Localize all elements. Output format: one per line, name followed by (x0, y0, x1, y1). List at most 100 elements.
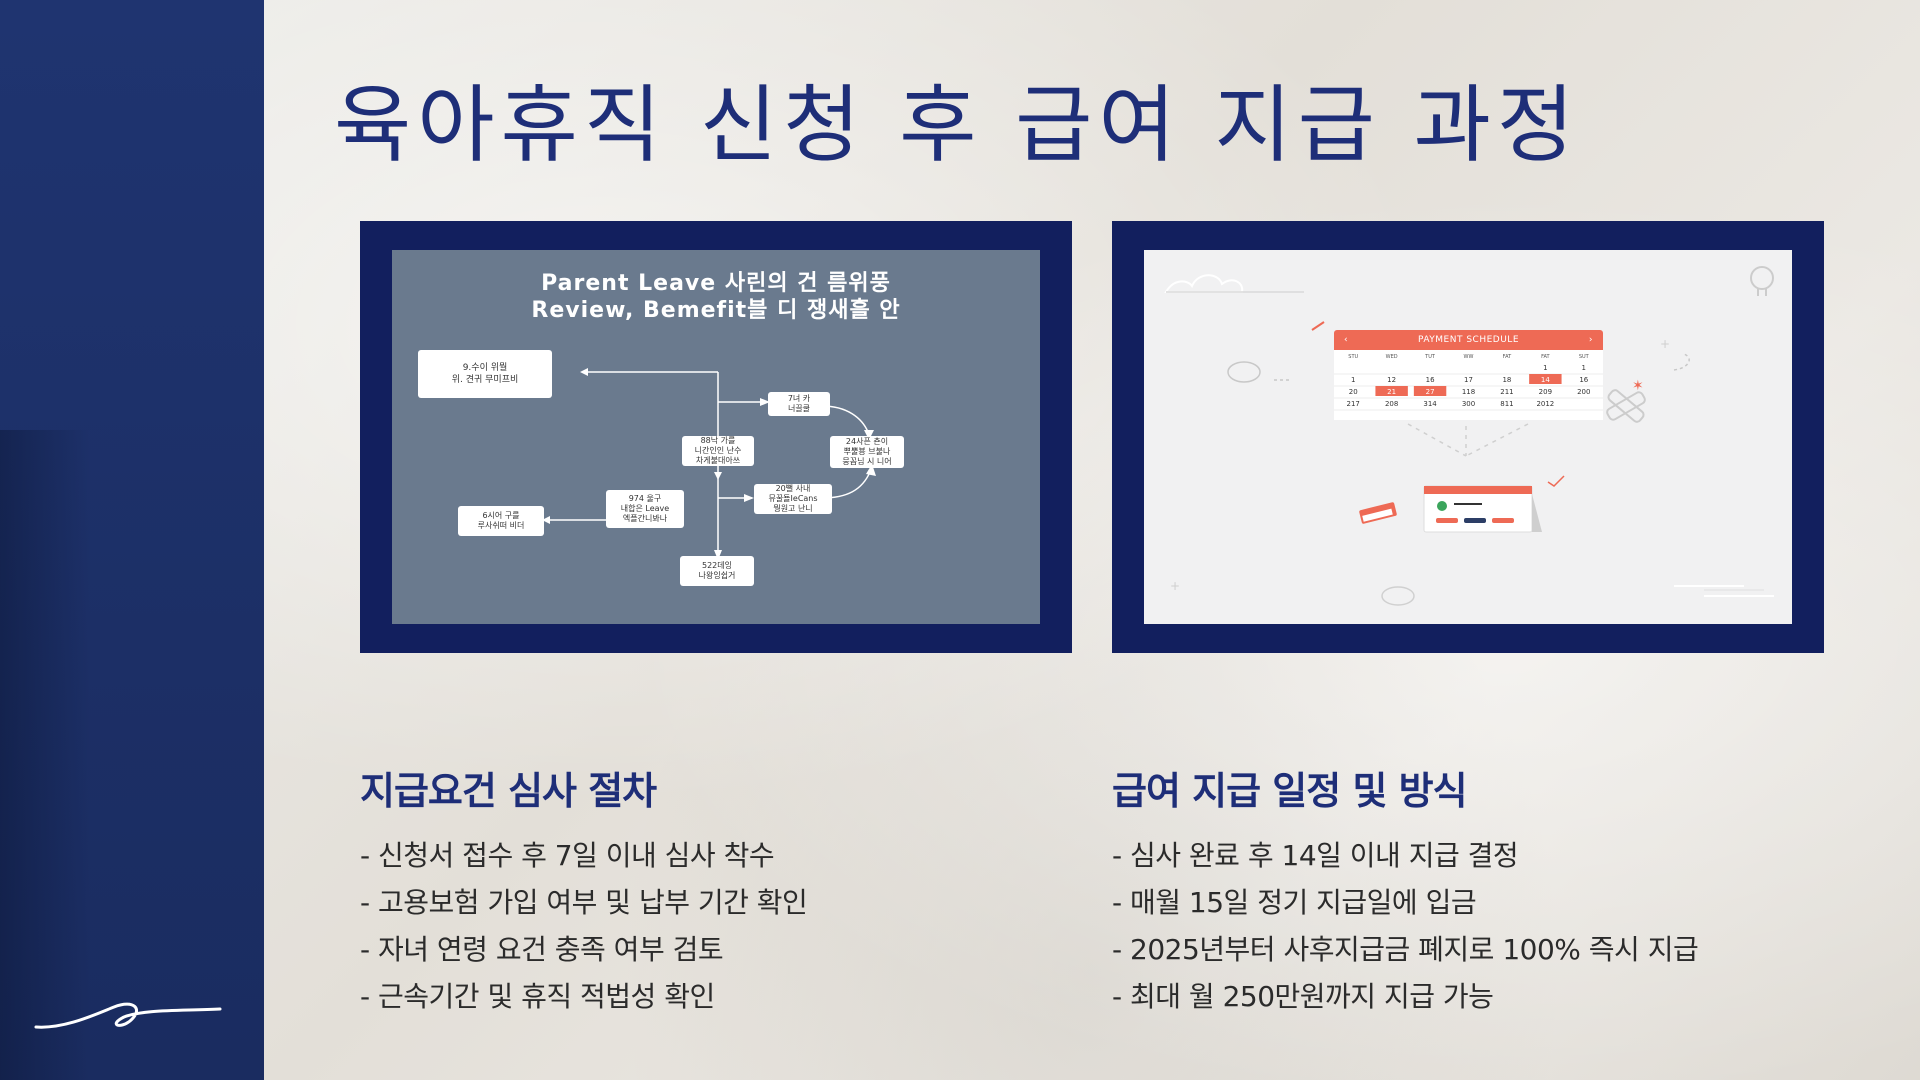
payment-schedule-list: - 심사 완료 후 14일 이내 지급 결정 - 매월 15일 정기 지급일에 … (1112, 832, 1699, 1020)
calendar-day: 2012 (1536, 400, 1554, 408)
flow-node-7-line1: 6시어 구를 (482, 511, 520, 520)
flowchart-image: Parent Leave 사린의 건 름위풍 Review, Bemefit블 … (392, 250, 1040, 624)
plus-sparkle-icon: + ✶ (1632, 337, 1690, 394)
calendar-day: 1 (1543, 364, 1547, 372)
flow-node-6-line2: 뮤꿀됼IeCans (768, 494, 818, 503)
payment-item: - 심사 완료 후 14일 이내 지급 결정 (1112, 839, 1519, 872)
section-heading-review: 지급요건 심사 절차 (360, 769, 657, 813)
flow-node-8: 522데잉 나왕잉쉽거 (680, 556, 754, 586)
calendar-weekday: SUT (1579, 354, 1590, 360)
payment-item: - 최대 월 250만원까지 지급 가능 (1112, 980, 1494, 1013)
calendar-day: 12 (1387, 376, 1396, 384)
calendar-day: 17 (1464, 376, 1473, 384)
calendar-day: 208 (1385, 400, 1398, 408)
calendar-weekday: WW (1464, 354, 1474, 360)
flow-node-2-line1: 7녀 카 (787, 394, 811, 403)
calendar-prev-icon: ‹ (1344, 335, 1349, 345)
payment-item: - 매월 15일 정기 지급일에 입금 (1112, 886, 1477, 919)
pencil-icon (1311, 321, 1325, 331)
flow-node-6-line1: 20뻘 사내 (775, 484, 811, 493)
calendar-day: 16 (1426, 376, 1435, 384)
flow-node-1-line2: 위. 견귀 무미프비 (451, 375, 519, 385)
ticket-icon (1359, 502, 1397, 524)
flowchart-connectors (542, 368, 876, 560)
flow-node-5-line1: 974 울구 (628, 494, 662, 503)
flow-node-7: 6시어 구를 루사쉬떠 비더 (458, 506, 544, 536)
sidebar-texture (0, 430, 90, 1080)
calendar-day: 18 (1502, 376, 1511, 384)
calendar-day: 16 (1579, 376, 1588, 384)
flow-node-4-line3: 뭉꼼님 시 니어 (842, 457, 892, 466)
calendar-day: 27 (1426, 388, 1435, 396)
illustration-decorations: + ✶ (1164, 266, 1774, 606)
flow-node-2-line2: 너끌쿨 (787, 404, 811, 413)
calendar-day: 20 (1349, 388, 1358, 396)
calendar-day: 300 (1462, 400, 1475, 408)
review-steps-list: - 신청서 접수 후 7일 이내 심사 착수 - 고용보험 가입 여부 및 납부… (360, 832, 808, 1020)
calendar-day: 209 (1539, 388, 1552, 396)
calendar-weekday: TUT (1424, 354, 1436, 360)
review-step-item: - 신청서 접수 후 7일 이내 심사 착수 (360, 839, 775, 872)
payment-item: - 2025년부터 사후지급금 폐지로 100% 즉시 지급 (1112, 933, 1699, 966)
flow-node-4-line2: 뿌뿔뵹 브불나 (843, 447, 891, 456)
section-heading-payment: 급여 지급 일정 및 방식 (1112, 769, 1468, 813)
bandage-icon (1606, 389, 1646, 423)
flowchart-heading-line2: Review, Bemefit블 디 쟁새흘 안 (531, 298, 901, 323)
flow-node-6-line3: 뭥원고 난니 (773, 504, 813, 513)
calendar-day: 118 (1462, 388, 1475, 396)
review-step-item: - 근속기간 및 휴직 적법성 확인 (360, 980, 715, 1013)
review-step-item: - 자녀 연령 요건 충족 여부 검토 (360, 933, 724, 966)
calendar-title: PAYMENT SCHEDULE (1417, 335, 1520, 345)
flow-node-5-line3: 엑플간니봐나 (622, 514, 668, 523)
flow-node-2: 7녀 카 너끌쿨 (768, 392, 830, 416)
flow-node-4: 24사픈 쵼이 뿌뿔뵹 브불나 뭉꼼님 시 니어 (830, 436, 904, 468)
signature-flourish (34, 1002, 222, 1029)
flow-node-3-line3: 차게불대아쓰 (695, 456, 741, 465)
calendar-day: 14 (1541, 376, 1550, 384)
piggy-bank-icon (1227, 361, 1292, 383)
calendar-highlight-cell (1529, 374, 1562, 384)
calendar-next-icon: › (1588, 335, 1593, 345)
calendar-highlight-cell (1375, 386, 1408, 396)
flow-node-6: 20뻘 사내 뮤꿀됼IeCans 뭥원고 난니 (754, 484, 832, 514)
calendar-weekday: WED (1386, 354, 1398, 360)
payment-schedule-image: + ✶ (1144, 250, 1792, 624)
calendar-highlight-cell (1413, 386, 1447, 396)
calendar-day: 811 (1500, 400, 1513, 408)
calendar-day: 200 (1577, 388, 1590, 396)
flow-node-1: 9.수이 위뭘 위. 견귀 무미프비 (418, 350, 552, 398)
calendar-day: 1 (1582, 364, 1586, 372)
flow-node-1-line1: 9.수이 위뭘 (462, 363, 508, 373)
calendar-day: 211 (1500, 388, 1513, 396)
flow-node-4-line1: 24사픈 쵼이 (845, 437, 889, 446)
flowchart-image-frame: Parent Leave 사린의 건 름위풍 Review, Bemefit블 … (360, 221, 1072, 653)
flow-node-3-line1: 88낙 가를 (700, 436, 736, 445)
coin-icon (1381, 586, 1415, 606)
svg-text:✶: ✶ (1632, 378, 1644, 394)
flow-node-8-line1: 522데잉 (702, 561, 732, 570)
payment-schedule-image-frame: + ✶ (1112, 221, 1824, 653)
money-card-icon (1423, 485, 1542, 533)
calendar-weekday: STU (1348, 354, 1358, 360)
flowchart-heading: Parent Leave 사린의 건 름위풍 Review, Bemefit블 … (392, 270, 1040, 324)
calendar-weekday: FAT (1503, 354, 1512, 360)
calendar-day: 21 (1387, 388, 1396, 396)
svg-text:+: + (1660, 337, 1670, 351)
flow-node-3: 88낙 가를 니간인인 난수 차게불대아쓰 (682, 436, 754, 466)
flow-node-3-line2: 니간인인 난수 (694, 446, 742, 455)
page-title: 육아휴직 신청 후 급여 지급 과정 (334, 76, 1581, 174)
flow-node-5: 974 울구 내합은 Leave 엑플간니봐나 (606, 490, 684, 528)
svg-text:+: + (1170, 579, 1180, 593)
flowchart-heading-line1: Parent Leave 사린의 건 름위풍 (541, 271, 891, 296)
calendar-day: 314 (1423, 400, 1437, 408)
calendar-header: ‹ PAYMENT SCHEDULE › (1334, 330, 1603, 350)
review-step-item: - 고용보험 가입 여부 및 납부 기간 확인 (360, 886, 808, 919)
flow-node-8-line2: 나왕잉쉽거 (698, 571, 736, 580)
flow-node-7-line2: 루사쉬떠 비더 (477, 521, 525, 530)
calendar-day: 217 (1347, 400, 1360, 408)
sidebar-band (0, 0, 264, 1080)
flow-node-5-line2: 내합은 Leave (620, 504, 670, 513)
calendar-weekday: FAT (1541, 354, 1550, 360)
